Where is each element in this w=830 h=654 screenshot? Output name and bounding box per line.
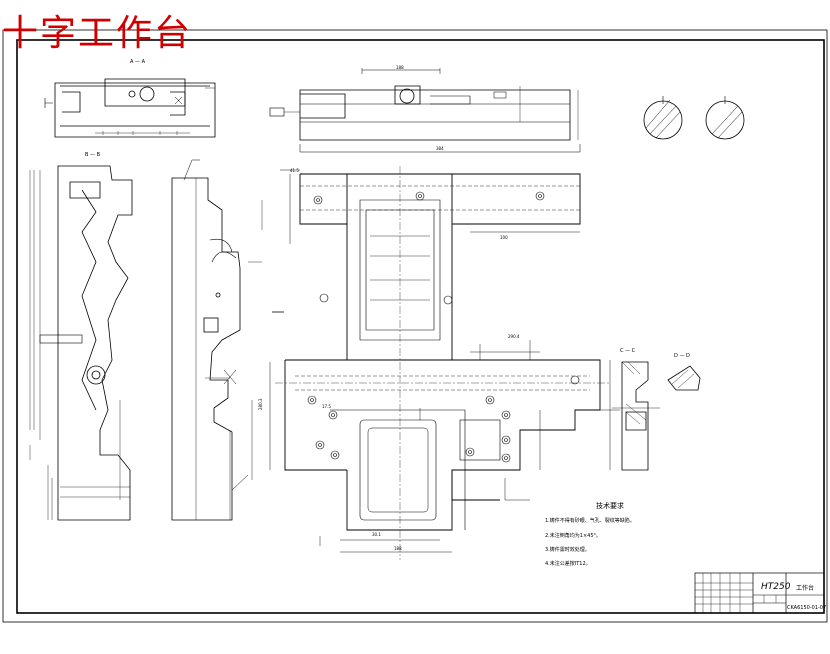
dim-right-len: 290.4: [508, 334, 520, 339]
dim-pos2: 41.5: [290, 168, 299, 173]
dim-top-len: 188: [396, 65, 404, 70]
roughness-symbols: [643, 96, 745, 140]
section-c-label: C — C: [620, 348, 636, 354]
dim-top-total: 384: [436, 146, 444, 151]
section-a-view: A — A: [44, 59, 216, 138]
plan-view: 280.3 290.4 188 100 30.1 17.5 41.5: [258, 166, 620, 560]
note-item: 4.未注公差按IT12。: [545, 560, 591, 567]
sheet-border-outer: [2, 29, 828, 623]
section-b-label: B — B: [85, 152, 101, 158]
title-block: HT250 工作台 CKA6150-01-07: [694, 572, 826, 614]
dim-left-total: 280.3: [258, 398, 263, 410]
section-a-label: A — A: [130, 59, 146, 65]
title-material: HT250: [761, 582, 791, 592]
note-item: 3.铸件需时效处理。: [545, 546, 590, 553]
detail-d-label: D — D: [674, 353, 690, 359]
title-drawing-no: CKA6150-01-07: [787, 605, 826, 611]
top-view: 188 384: [269, 65, 581, 153]
sheet-border-inner: [16, 39, 825, 614]
technical-notes: 技术要求 1.铸件不得有砂眼、气孔、裂纹等缺陷。 2.未注倒角均为1×45°。 …: [545, 501, 635, 567]
tolerance-frame: [39, 334, 83, 344]
notes-heading: 技术要求: [596, 501, 624, 510]
dim-cut: 100: [500, 235, 508, 240]
dim-pos1: 17.5: [322, 404, 331, 409]
dim-bottom-len: 188: [394, 546, 402, 551]
note-item: 2.未注倒角均为1×45°。: [545, 532, 601, 539]
section-c-c-view: C — C D — D: [612, 348, 701, 471]
title-part-name: 工作台: [796, 584, 814, 592]
section-b-view: B — B: [29, 152, 133, 521]
overlay-title: 十字工作台: [2, 13, 193, 54]
note-item: 1.铸件不得有砂眼、气孔、裂纹等缺陷。: [545, 517, 635, 524]
section-c-view: [171, 159, 284, 521]
dim-slot-w: 30.1: [372, 532, 381, 537]
